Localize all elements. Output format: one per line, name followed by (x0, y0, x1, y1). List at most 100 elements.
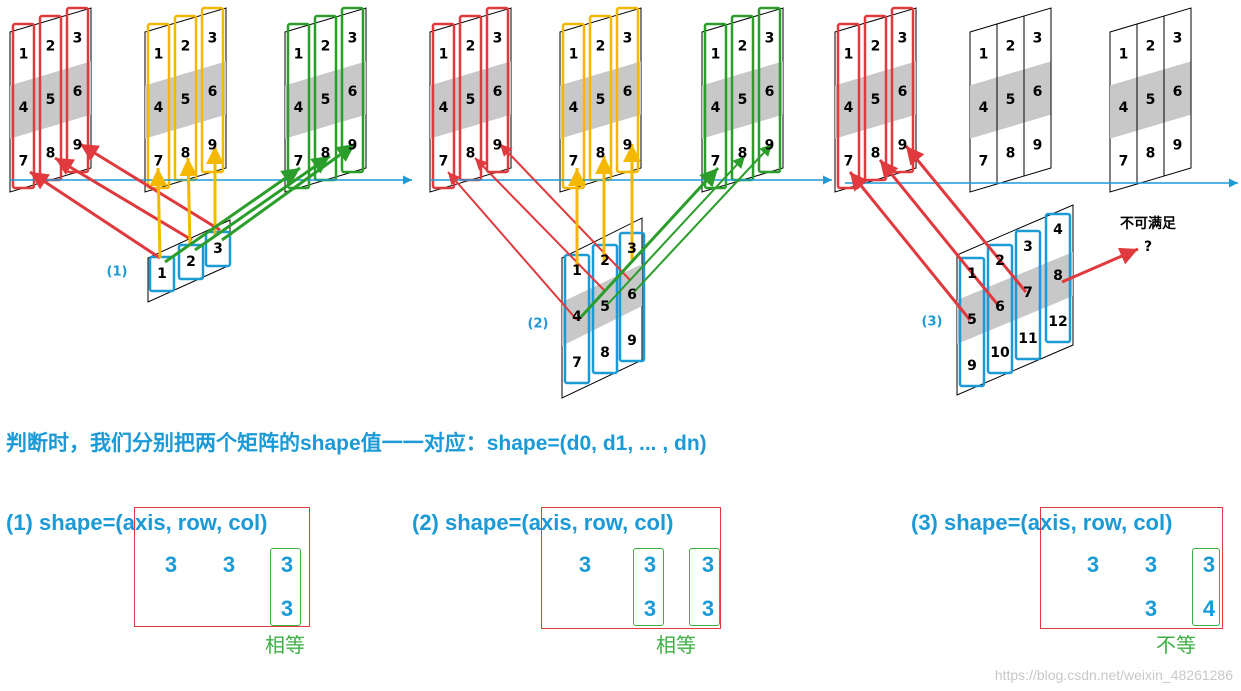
g2-b-cell: 5 (600, 299, 610, 315)
g3-red-cell: 8 (871, 145, 881, 161)
g3-white-1-cell: 5 (1006, 92, 1016, 108)
g2-red-cell: 6 (493, 84, 503, 100)
case2-row-b: 3 (643, 596, 657, 621)
g3-white-2-cell: 7 (1119, 153, 1129, 169)
g1-red-cell: 6 (73, 84, 83, 100)
g3-white-2-band (1110, 61, 1191, 139)
g1-green-cell: 8 (321, 145, 331, 161)
case2-shape-box (541, 507, 721, 629)
g3-white-2-cell: 6 (1173, 84, 1183, 100)
case2-col-equal-highlight (689, 548, 720, 626)
case2-row-a: 3 (643, 552, 657, 577)
g3-red-cell: 7 (844, 153, 854, 169)
g1-b-box (204, 230, 232, 268)
g2-yellow-cell: 7 (569, 153, 579, 169)
g1-green-cell: 2 (321, 39, 331, 55)
g2-arrow-green (633, 143, 773, 293)
g3-white-1-cell: 3 (1033, 31, 1043, 47)
g2-yellow-cell: 1 (569, 47, 579, 63)
broadcast-diagram: 147258369147258369147258369123(1)1472583… (9, 6, 1238, 399)
g2-yellow-cell: 5 (596, 92, 606, 108)
g2-yellow-cell: 2 (596, 39, 606, 55)
g3-white-1-cell: 4 (979, 100, 989, 116)
g3-b-box (958, 256, 986, 388)
g1-red-cell: 2 (46, 39, 56, 55)
g1-yellow-col-box (200, 6, 225, 174)
g2-red-cell: 9 (493, 137, 503, 153)
g1-b-cell: 1 (157, 266, 167, 282)
case3-shape-box (1040, 507, 1223, 629)
g1-green-cell: 3 (348, 31, 358, 47)
g2-green-cell: 5 (738, 92, 748, 108)
g1-arrow-red (54, 156, 193, 242)
case1-equal-highlight (270, 548, 301, 626)
g3-b-cell: 1 (967, 266, 977, 282)
g3-arrow-red (848, 171, 972, 321)
g1-yellow-cell: 9 (208, 137, 218, 153)
g1-arrow-green (164, 166, 301, 264)
case3-verdict: 不等 (1156, 635, 1196, 657)
g1-arrow-red (79, 142, 221, 232)
case3-col-a: 3 (1202, 552, 1216, 577)
g3-b-cell: 7 (1023, 285, 1033, 301)
case3-col-unequal-highlight (1192, 548, 1220, 626)
g2-red-cell: 7 (439, 153, 449, 169)
g3-white-2-cell: 5 (1146, 92, 1156, 108)
g2-yellow-col-box (561, 22, 586, 190)
case2-row-equal-highlight (633, 548, 664, 626)
g3-b-cell: 11 (1018, 331, 1037, 347)
g3-b-box (986, 243, 1014, 375)
g1-red-cell: 7 (19, 153, 29, 169)
g2-green-cell: 9 (765, 137, 775, 153)
g3-b-cell: 3 (1023, 239, 1033, 255)
g1-green-cell: 5 (321, 92, 331, 108)
g1-green-cell: 1 (294, 47, 304, 63)
g3-red-band (835, 61, 916, 139)
g1-green-cell: 6 (348, 84, 358, 100)
g3-b-cell: 8 (1053, 268, 1063, 284)
g2-b-cell: 4 (572, 309, 582, 325)
g3-red-col-box (863, 14, 888, 182)
g2-green-cell: 7 (711, 153, 721, 169)
g2-green-cell: 8 (738, 145, 748, 161)
g1-yellow-cell: 8 (181, 145, 191, 161)
g2-arrow-red (447, 171, 578, 321)
g1-green-col-box (340, 6, 365, 174)
g1-red-col-box (11, 22, 36, 190)
g1-red-band (10, 61, 91, 139)
g2-arrow-red (499, 143, 631, 281)
g2-red-col-box (485, 6, 510, 174)
g1-yellow-cell: 1 (154, 47, 164, 63)
g2-red-cell: 5 (466, 92, 476, 108)
g1-green-band (285, 61, 366, 139)
g1-b-cell: 3 (213, 241, 223, 257)
case3-row-a: 3 (1144, 552, 1158, 577)
g3-white-2-cell: 3 (1173, 31, 1183, 47)
g1-green-cell: 7 (294, 153, 304, 169)
g3-white-1-band (970, 61, 1051, 139)
g3-b-cell: 9 (967, 358, 977, 374)
g2-red-cell: 2 (466, 39, 476, 55)
g2-b-cell: 9 (627, 333, 637, 349)
g1-red-cell: 8 (46, 145, 56, 161)
g3-white-1-cell: 2 (1006, 39, 1016, 55)
g3-b-cell: 5 (967, 312, 977, 328)
g2-red-cell: 1 (439, 47, 449, 63)
case2-verdict: 相等 (656, 635, 696, 657)
g2-b-cell: 8 (600, 345, 610, 361)
g3-white-1-cell: 8 (1006, 145, 1016, 161)
g2-b-cell: 3 (627, 241, 637, 257)
g3-white-1-cell: 1 (979, 47, 989, 63)
g2-b-cell: 1 (572, 263, 582, 279)
g2-red-band (430, 61, 511, 139)
g1-green-cell: 9 (348, 137, 358, 153)
g1-b-cell: 2 (186, 254, 196, 270)
g3-b-cell: 6 (995, 299, 1005, 315)
g1-red-cell: 5 (46, 92, 56, 108)
g1-yellow-cell: 2 (181, 39, 191, 55)
g1-red-cell: 3 (73, 31, 83, 47)
case3-diagram-label: (3) (922, 315, 943, 330)
g2-arrow-green (606, 155, 746, 306)
g2-yellow-col-box (615, 6, 640, 174)
g1-red-cell: 4 (19, 100, 29, 116)
